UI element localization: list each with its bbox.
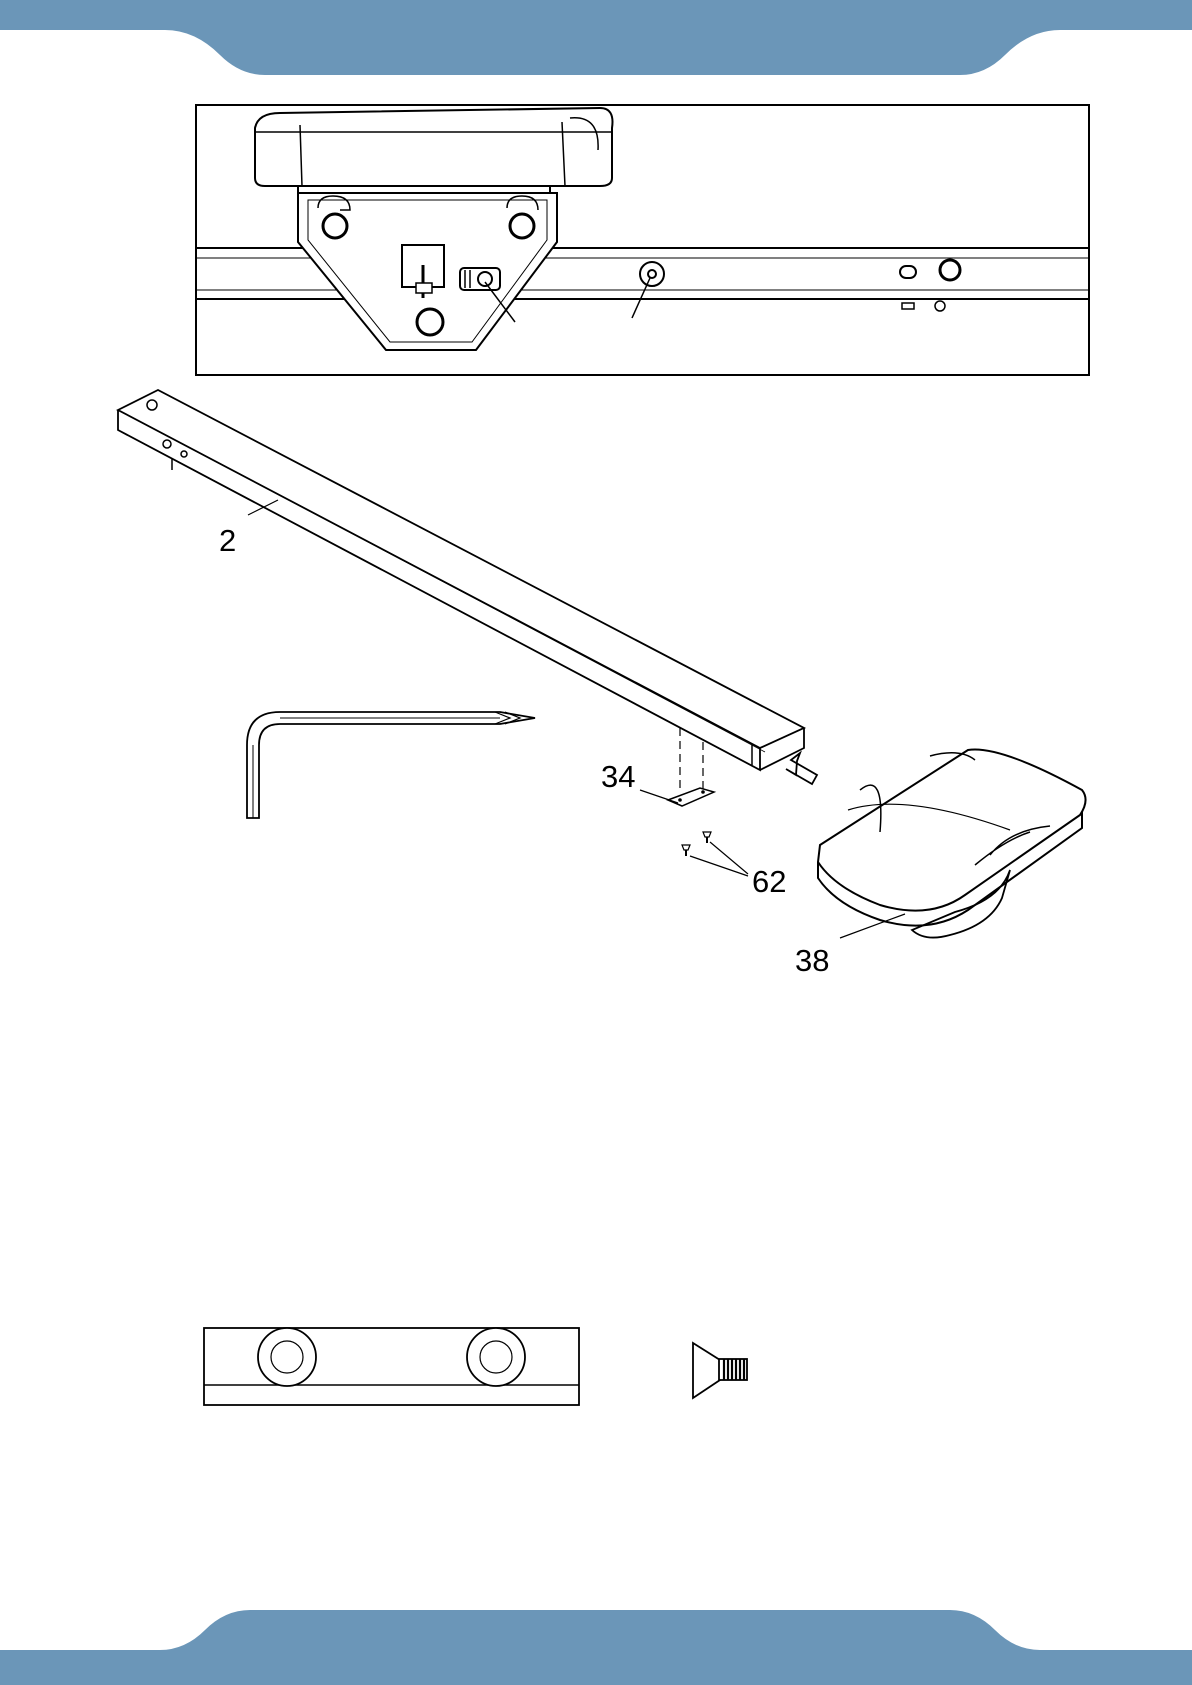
bracket — [640, 728, 752, 806]
countersunk-screw-icon — [693, 1343, 747, 1398]
exploded-view — [0, 0, 1192, 1000]
hex-key-icon — [247, 712, 535, 818]
assembly-arrow — [786, 753, 817, 784]
seat-icon — [818, 750, 1086, 939]
callout-frame: 2 — [219, 525, 236, 556]
screws — [682, 832, 748, 876]
callout-seat: 38 — [795, 945, 829, 976]
callout-bracket: 34 — [601, 761, 635, 792]
bracket-plate-reference — [204, 1328, 579, 1405]
callout-screws: 62 — [752, 866, 786, 897]
